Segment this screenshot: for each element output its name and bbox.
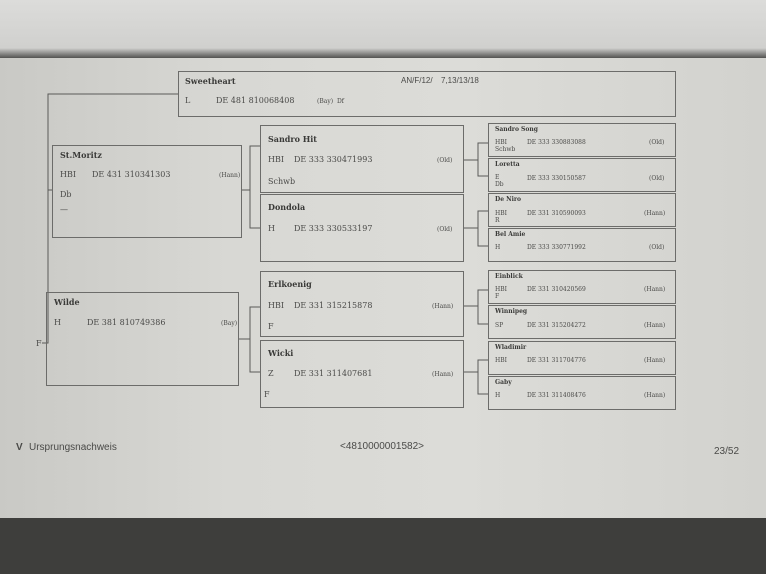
great-grandparent-breed: HBI: [495, 357, 508, 364]
document-page: [0, 58, 766, 518]
dam-box: Wilde H DE 381 810749386 (Bay) F: [36, 292, 239, 386]
great-grandparent-breed: H: [495, 244, 501, 251]
great-grandparent-breed: SP: [495, 322, 504, 329]
great-grandparent-studbook: (Old): [649, 139, 665, 146]
great-grandparent-box: Einblick HBI DE 331 310420569 (Hann) F: [488, 270, 676, 304]
great-grandparent-reg: DE 331 315204272: [527, 322, 586, 329]
dam-studbook: (Bay): [221, 320, 238, 327]
grandparent-line3: F: [268, 322, 274, 331]
great-grandparent-studbook: (Hann): [644, 357, 666, 364]
great-grandparent-breed: HBI: [495, 139, 508, 146]
great-grandparent-name: Winnipeg: [495, 308, 528, 315]
grandparent-reg: DE 331 315215878: [294, 301, 373, 310]
grandparent-line3: Schwb: [268, 177, 296, 186]
subject-studbook: (Bay): [317, 98, 334, 105]
grandparent-name: Wicki: [268, 348, 294, 358]
great-grandparent-name: Sandro Song: [495, 126, 538, 133]
great-grandparent-name: Wladimir: [495, 344, 527, 351]
great-grandparent-studbook: (Old): [649, 244, 665, 251]
grandparent-studbook: (Hann): [432, 303, 454, 310]
great-grandparent-box: Loretta E DE 333 330150587 (Old) Db: [488, 158, 676, 192]
dam-breed: H: [54, 318, 61, 327]
great-grandparent-line3: R: [495, 217, 500, 224]
grandparent-box: Erlkoenig HBI DE 331 315215878 (Hann) F: [260, 271, 464, 337]
great-grandparent-line3: F: [495, 293, 500, 300]
great-grandparent-name: Bel Amie: [495, 231, 526, 238]
grandparent-name: Dondola: [268, 202, 306, 212]
great-grandparent-breed: E: [495, 174, 500, 181]
great-grandparent-box: Bel Amie H DE 333 330771992 (Old): [488, 228, 676, 262]
subject-name: Sweetheart: [185, 76, 236, 86]
grandparent-studbook: (Hann): [432, 371, 454, 378]
page-top-fold: [0, 0, 766, 60]
grandparent-studbook: (Old): [437, 226, 453, 233]
great-grandparent-studbook: (Hann): [644, 210, 666, 217]
grandparent-box: Wicki Z DE 331 311407681 (Hann) F: [260, 340, 464, 408]
great-grandparent-reg: DE 333 330883088: [527, 139, 586, 146]
grandparent-box: Sandro Hit HBI DE 333 330471993 (Old) Sc…: [260, 125, 464, 193]
great-grandparent-box: De Niro HBI DE 331 310590093 (Hann) R: [488, 193, 676, 227]
footer-title: Ursprungsnachweis: [29, 442, 117, 453]
great-grandparent-name: Gaby: [495, 379, 512, 386]
great-grandparent-reg: DE 333 330771992: [527, 244, 586, 251]
footer-page-number: 23/52: [714, 446, 740, 457]
great-grandparent-name: De Niro: [495, 196, 522, 203]
footer-document-number: <4810000001582>: [340, 441, 424, 452]
great-grandparent-box: Winnipeg SP DE 331 315204272 (Hann): [488, 305, 676, 339]
grandparent-line3: F: [264, 390, 270, 399]
sire-box: St.Moritz HBI DE 431 310341303 (Hann) Db…: [52, 145, 242, 238]
grandparent-reg: DE 333 330471993: [294, 155, 373, 164]
grandparent-reg: DE 331 311407681: [294, 369, 373, 378]
grandparent-breed: H: [268, 224, 275, 233]
grandparent-studbook: (Old): [437, 157, 453, 164]
great-grandparent-studbook: (Hann): [644, 322, 666, 329]
subject-code: AN/F/12/: [401, 76, 433, 85]
grandparent-breed: HBI: [268, 155, 285, 164]
subject-reg: DE 481 810068408: [216, 96, 295, 105]
great-grandparent-name: Loretta: [495, 161, 520, 168]
great-grandparent-line3: Db: [495, 181, 504, 188]
sire-line3: Db: [60, 190, 72, 199]
grandparent-breed: HBI: [268, 301, 285, 310]
great-grandparent-reg: DE 331 310590093: [527, 210, 586, 217]
great-grandparent-studbook: (Hann): [644, 286, 666, 293]
dam-name: Wilde: [54, 297, 80, 307]
grandparent-reg: DE 333 330533197: [294, 224, 373, 233]
great-grandparent-line3: Schwb: [495, 146, 516, 153]
great-grandparent-box: Sandro Song HBI DE 333 330883088 (Old) S…: [488, 123, 676, 157]
footer-mark: V: [16, 442, 23, 453]
sire-line4: —: [60, 205, 68, 214]
great-grandparent-studbook: (Hann): [644, 392, 666, 399]
subject-box: Sweetheart L DE 481 810068408 (Bay) Df A…: [178, 71, 676, 117]
grandparent-box: Dondola H DE 333 330533197 (Old): [260, 194, 464, 262]
great-grandparent-breed: HBI: [495, 286, 508, 293]
dam-line3: F: [36, 339, 42, 348]
sire-name: St.Moritz: [60, 150, 102, 160]
great-grandparent-name: Einblick: [495, 273, 523, 280]
great-grandparent-studbook: (Old): [649, 175, 665, 182]
subject-date: 7,13/13/18: [441, 76, 479, 85]
dam-reg: DE 381 810749386: [87, 318, 166, 327]
grandparent-breed: Z: [268, 369, 274, 378]
background-surface: [0, 518, 766, 574]
subject-breed: L: [185, 96, 191, 105]
grandparent-name: Sandro Hit: [268, 134, 317, 144]
great-grandparent-reg: DE 331 311704776: [527, 357, 586, 364]
great-grandparent-box: Wladimir HBI DE 331 311704776 (Hann): [488, 341, 676, 375]
great-grandparent-reg: DE 333 330150587: [527, 175, 586, 182]
sire-reg: DE 431 310341303: [92, 170, 171, 179]
sire-studbook: (Hann): [219, 172, 241, 179]
great-grandparent-box: Gaby H DE 331 311408476 (Hann): [488, 376, 676, 410]
great-grandparent-reg: DE 331 310420569: [527, 286, 586, 293]
subject-extra: Df: [337, 98, 345, 105]
great-grandparent-breed: H: [495, 392, 501, 399]
great-grandparent-reg: DE 331 311408476: [527, 392, 586, 399]
sire-breed: HBI: [60, 170, 77, 179]
grandparent-name: Erlkoenig: [268, 279, 312, 289]
great-grandparent-breed: HBI: [495, 210, 508, 217]
